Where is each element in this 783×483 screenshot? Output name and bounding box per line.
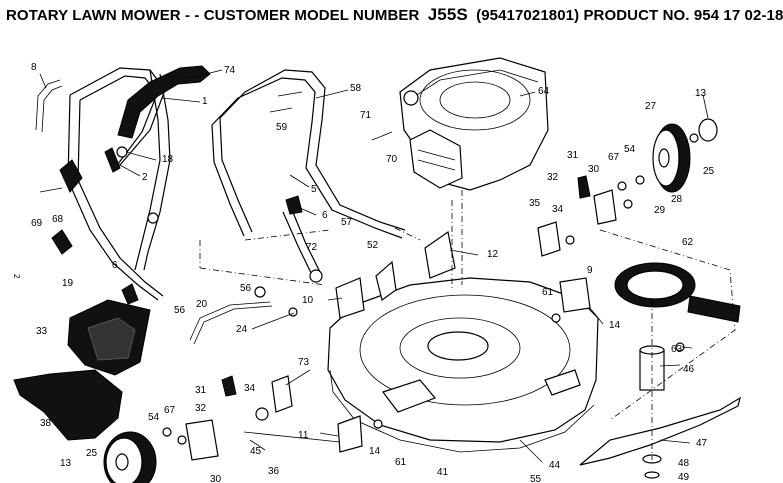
callout-52: 52 [367, 240, 379, 251]
callout-14-top: 14 [609, 320, 621, 331]
callout-5: 5 [311, 184, 317, 195]
callout-41: 41 [437, 467, 449, 478]
baffle-bracket [614, 262, 741, 323]
callout-63: 63 [671, 344, 683, 355]
callout-68: 68 [52, 214, 64, 225]
callout-57: 57 [341, 217, 353, 228]
grip-sleeve [117, 65, 211, 139]
callout-10: 10 [302, 295, 314, 306]
callout-36: 36 [268, 466, 280, 477]
callout-8: 8 [31, 62, 37, 73]
callout-13-bottom: 13 [60, 458, 72, 469]
callout-69: 69 [31, 218, 43, 229]
callout-46: 46 [683, 364, 695, 375]
callout-2: 2 [142, 172, 148, 183]
callout-59: 59 [276, 122, 288, 133]
callout-32-top: 32 [547, 172, 559, 183]
diagram-title: ROTARY LAWN MOWER - - CUSTOMER MODEL NUM… [6, 5, 783, 25]
callout-19: 19 [62, 278, 74, 289]
callout-45: 45 [250, 446, 262, 457]
callout-38: 38 [40, 418, 52, 429]
callout-27: 27 [645, 101, 657, 112]
front-wheel-left [103, 431, 157, 483]
reference-lines [199, 190, 736, 460]
callout-55: 55 [530, 474, 542, 483]
callout-20: 20 [196, 299, 208, 310]
callout-48: 48 [678, 458, 690, 469]
callout-25-bottom: 25 [86, 448, 98, 459]
callout-54-bottom: 54 [148, 412, 160, 423]
callout-30-bottom: 30 [210, 474, 222, 483]
callout-31-bottom: 31 [195, 385, 207, 396]
callout-31-top: 31 [567, 150, 579, 161]
callout-32-bottom: 32 [195, 403, 207, 414]
callout-64: 64 [538, 86, 550, 97]
callout-44: 44 [549, 460, 561, 471]
callout-71: 71 [360, 110, 372, 121]
page-marker: 2 [12, 274, 21, 279]
small-hardware [39, 91, 699, 461]
callout-24: 24 [236, 324, 248, 335]
callout-34-bottom: 34 [244, 383, 256, 394]
callout-1: 1 [202, 96, 208, 107]
engine [399, 57, 549, 191]
callout-25-top: 25 [703, 166, 715, 177]
callout-74: 74 [224, 65, 236, 76]
callout-62: 62 [682, 237, 694, 248]
callout-13-top: 13 [695, 88, 707, 99]
exploded-parts-diagram: 8 74 1 58 64 13 71 59 27 18 2 70 54 67 3… [12, 57, 741, 483]
callout-61-bottom: 61 [395, 457, 407, 468]
callout-61-top: 61 [542, 287, 554, 298]
callout-11: 11 [298, 430, 309, 441]
callout-18: 18 [162, 154, 174, 165]
title-prefix: ROTARY LAWN MOWER - - CUSTOMER MODEL NUM… [6, 7, 420, 24]
callout-34-top: 34 [552, 204, 564, 215]
title-suffix: (95417021801) PRODUCT NO. 954 17 02-18 [476, 7, 783, 24]
callout-12: 12 [487, 249, 499, 260]
callout-35: 35 [529, 198, 541, 209]
callout-49: 49 [678, 472, 690, 483]
callout-67-top: 67 [608, 152, 620, 163]
callout-28: 28 [671, 194, 683, 205]
model-number: J55S [427, 5, 468, 24]
callout-9: 9 [587, 265, 593, 276]
leader-lines [39, 69, 709, 463]
callout-54-top: 54 [624, 144, 636, 155]
callout-6-bottom: 6 [112, 260, 118, 271]
callout-30-top: 30 [588, 164, 600, 175]
callout-56-bottom: 56 [174, 305, 186, 316]
callout-6-top: 6 [322, 210, 328, 221]
discharge-chute [67, 299, 151, 376]
rear-flap [13, 369, 123, 441]
upper-handle [211, 69, 406, 276]
callout-33: 33 [36, 326, 48, 337]
callout-14-bottom: 14 [369, 446, 381, 457]
part-callouts: 8 74 1 58 64 13 71 59 27 18 2 70 54 67 3… [31, 62, 715, 483]
callout-72: 72 [306, 242, 318, 253]
rear-wheel-right [652, 118, 718, 193]
callout-73: 73 [298, 357, 310, 368]
callout-29: 29 [654, 205, 666, 216]
callout-58: 58 [350, 83, 362, 94]
mower-deck [327, 277, 599, 453]
callout-47: 47 [696, 438, 708, 449]
callout-56-top: 56 [240, 283, 252, 294]
callout-70: 70 [386, 154, 398, 165]
callout-67-bottom: 67 [164, 405, 176, 416]
